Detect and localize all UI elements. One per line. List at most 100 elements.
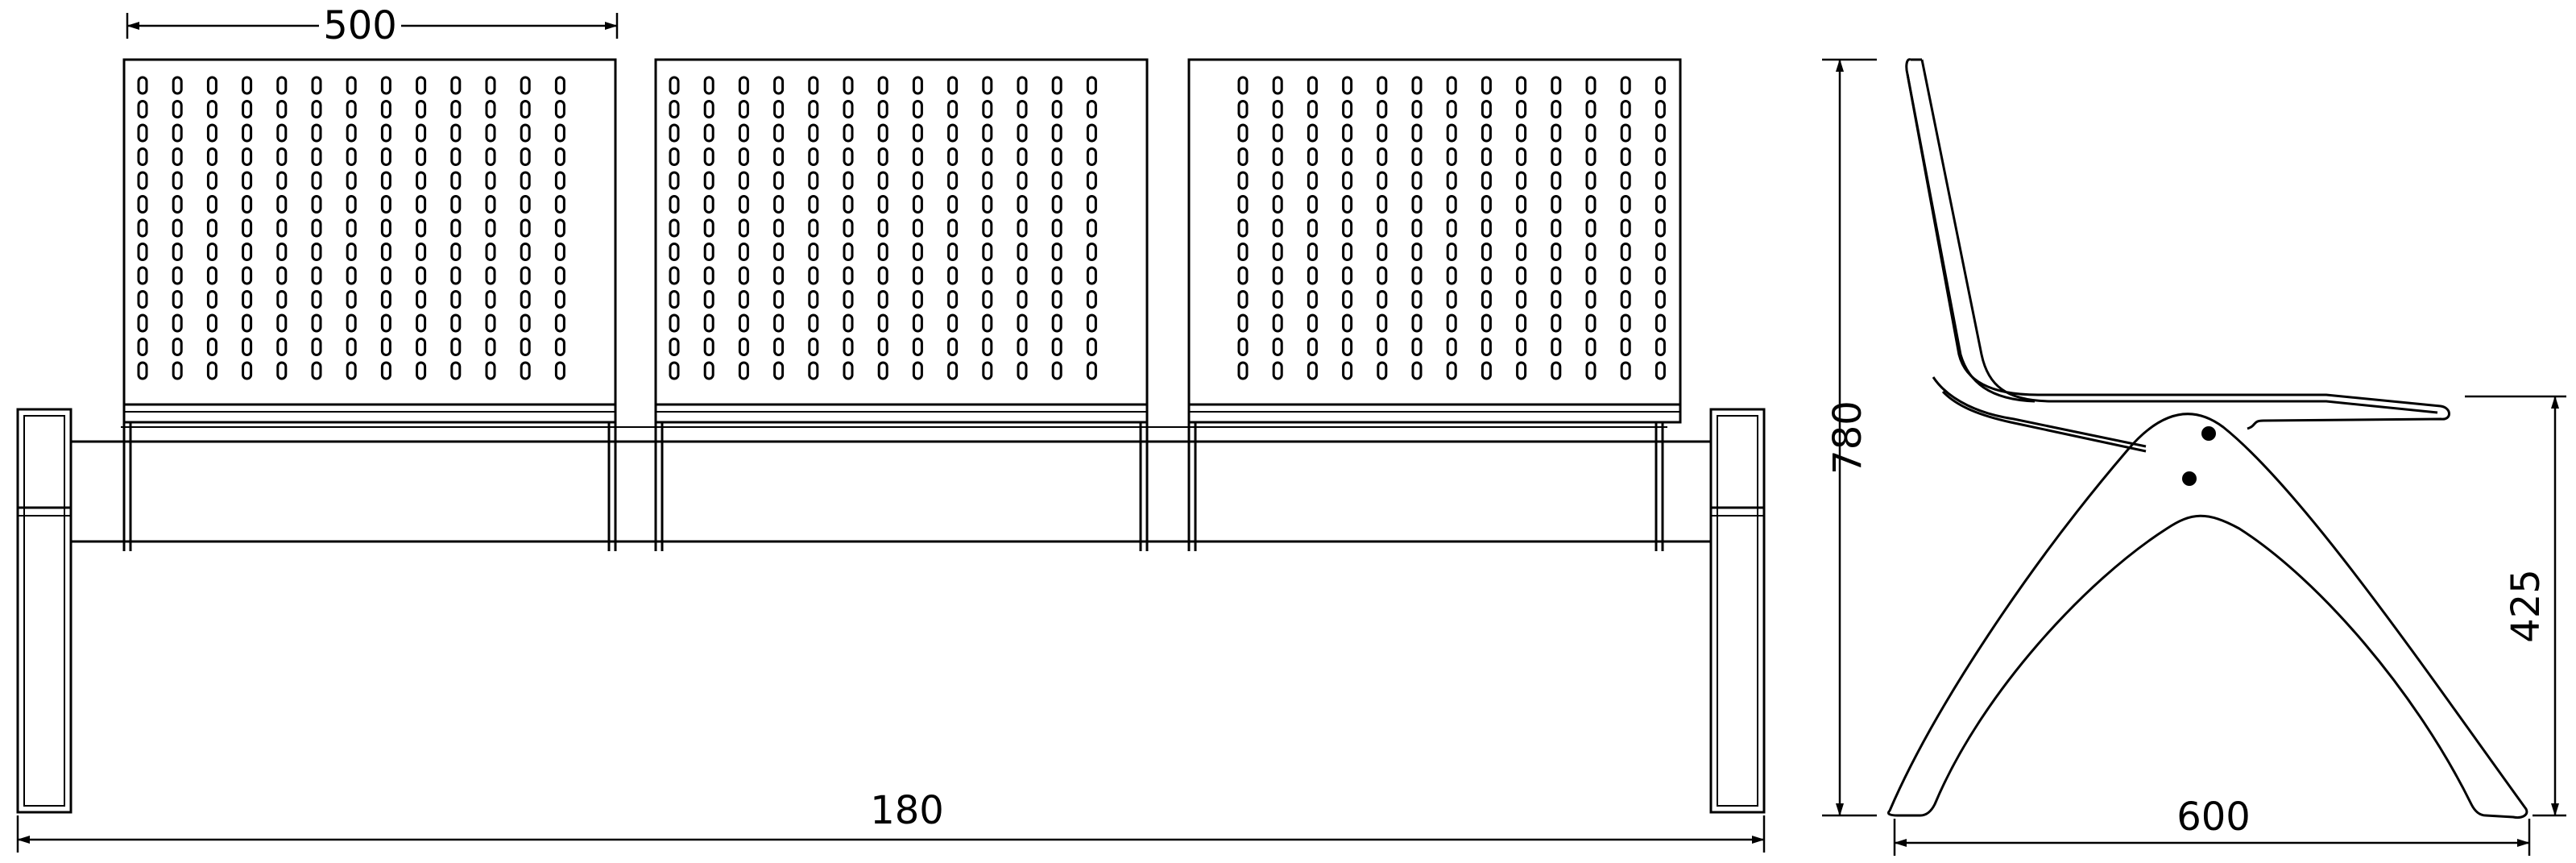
perforation-hole xyxy=(276,266,288,285)
perforation-hole xyxy=(554,313,565,333)
perforation-hole xyxy=(1342,290,1353,309)
height-dimension: 780 xyxy=(1822,58,1877,817)
perforation-hole xyxy=(1516,100,1527,118)
perforation-hole xyxy=(172,218,183,238)
perforation-hole xyxy=(172,123,183,143)
perforation-hole xyxy=(1086,266,1097,285)
perforation-hole xyxy=(808,123,819,143)
perforation-hole xyxy=(808,100,819,118)
perforation-hole xyxy=(877,123,888,143)
perforation-hole xyxy=(416,218,427,238)
perforation-hole xyxy=(947,243,959,261)
perforation-hole xyxy=(1086,100,1097,118)
perforation-hole xyxy=(912,100,923,118)
perforation-hole xyxy=(843,218,854,238)
perforation-hole xyxy=(520,218,531,238)
perforation-hole xyxy=(1585,76,1597,95)
perforation-hole xyxy=(1272,290,1283,309)
perforation-hole xyxy=(380,243,391,261)
perforation-hole xyxy=(554,266,565,285)
perforation-hole xyxy=(520,171,531,190)
perforation-hole xyxy=(206,147,217,166)
perforation-hole xyxy=(450,100,462,118)
perforation-hole xyxy=(773,338,785,356)
perforation-hole xyxy=(1446,76,1457,95)
perforation-hole xyxy=(947,266,959,285)
perforation-hole xyxy=(276,313,288,333)
perforation-hole xyxy=(311,171,322,190)
perforation-hole xyxy=(1377,361,1388,380)
perforation-hole xyxy=(669,100,680,118)
perforation-hole xyxy=(311,218,322,238)
perforation-hole xyxy=(1377,171,1388,190)
perforation-hole xyxy=(450,338,462,356)
perforation-hole xyxy=(1516,243,1527,261)
front-view: 500 180 xyxy=(16,3,1766,853)
height-label: 780 xyxy=(1825,400,1870,475)
perforation-hole xyxy=(877,243,888,261)
perforation-hole xyxy=(1307,218,1318,238)
perforation-hole xyxy=(276,147,288,166)
perforation-hole xyxy=(1017,218,1028,238)
perforation-hole xyxy=(206,313,217,333)
perforation-hole xyxy=(982,290,993,309)
perforation-hole xyxy=(1620,313,1631,333)
perforation-hole xyxy=(1051,218,1062,238)
perforation-hole xyxy=(1655,218,1666,238)
bolt-upper xyxy=(2201,426,2216,441)
perforation-hole xyxy=(1481,218,1492,238)
perforation-hole xyxy=(1516,76,1527,95)
perforation-hole xyxy=(982,313,993,333)
perforation-hole xyxy=(1086,195,1097,214)
perforation-hole xyxy=(1377,100,1388,118)
perforation-hole xyxy=(450,171,462,190)
perforation-hole xyxy=(1086,218,1097,238)
perforation-hole xyxy=(1342,123,1353,143)
perforation-hole xyxy=(1272,218,1283,238)
perforation-hole xyxy=(1051,171,1062,190)
perforation-hole xyxy=(416,338,427,356)
perforation-hole xyxy=(1411,218,1423,238)
perforation-hole xyxy=(1481,100,1492,118)
perforation-hole xyxy=(1620,266,1631,285)
perforation-hole xyxy=(380,290,391,309)
perforation-hole xyxy=(137,218,148,238)
perforation-hole xyxy=(1086,171,1097,190)
perforation-hole xyxy=(1017,338,1028,356)
perforation-hole xyxy=(1551,76,1562,95)
perforation-hole xyxy=(346,361,357,380)
perforation-hole xyxy=(206,76,217,95)
perforation-hole xyxy=(1411,147,1423,166)
perforation-hole xyxy=(877,147,888,166)
perforation-hole xyxy=(738,243,749,261)
bench-beam xyxy=(71,426,1711,543)
perforation-hole xyxy=(450,76,462,95)
perforation-hole xyxy=(1272,195,1283,214)
perforation-hole xyxy=(416,147,427,166)
perforation-hole xyxy=(1017,313,1028,333)
perforation-hole xyxy=(1411,361,1423,380)
perforation-hole xyxy=(380,338,391,356)
perforation-hole xyxy=(380,76,391,95)
perforation-hole xyxy=(1585,147,1597,166)
perforation-hole xyxy=(242,313,253,333)
perforation-hole xyxy=(1411,243,1423,261)
perforation-hole xyxy=(773,195,785,214)
perforation-hole xyxy=(1377,147,1388,166)
perforation-hole xyxy=(485,100,496,118)
perforation-hole xyxy=(1446,243,1457,261)
perforation-hole xyxy=(380,195,391,214)
perforation-hole xyxy=(276,171,288,190)
perforation-hole xyxy=(346,171,357,190)
perforation-hole xyxy=(1237,195,1249,214)
perforation-hole xyxy=(1086,243,1097,261)
perforation-hole xyxy=(380,100,391,118)
perforation-hole xyxy=(1551,147,1562,166)
perforation-hole xyxy=(172,290,183,309)
perforation-hole xyxy=(1377,266,1388,285)
perforation-grid xyxy=(1237,76,1666,380)
perforation-hole xyxy=(982,100,993,118)
perforation-hole xyxy=(311,290,322,309)
seat-3 xyxy=(1187,58,1682,551)
perforation-hole xyxy=(947,361,959,380)
